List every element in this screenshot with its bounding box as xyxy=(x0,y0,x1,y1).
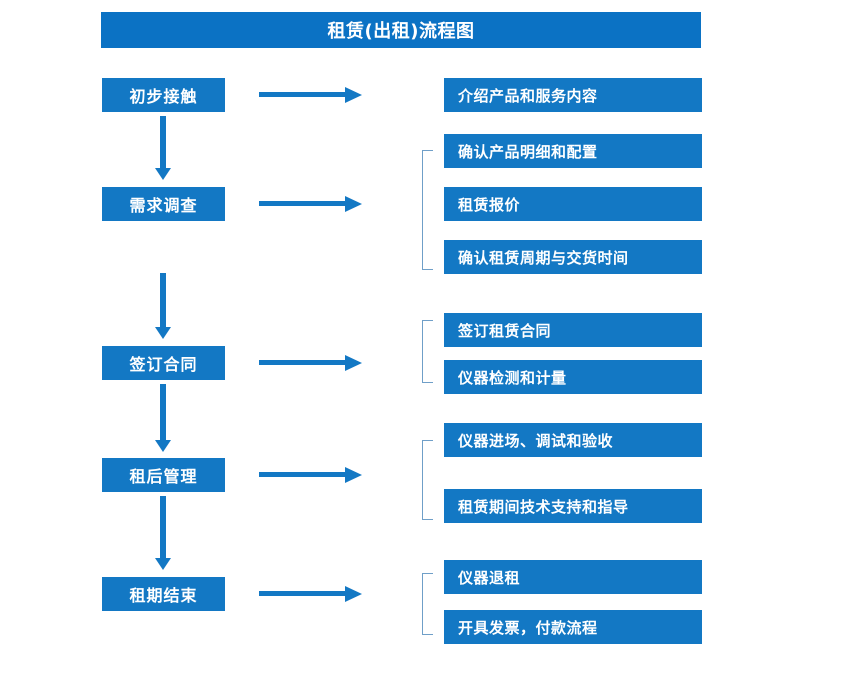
horizontal-arrow-2 xyxy=(259,195,364,213)
arrow-head xyxy=(345,355,362,371)
stage-box-zuqi-jieshu[interactable]: 租期结束 xyxy=(102,577,225,611)
arrow-shaft xyxy=(160,384,166,440)
detail-box-queren-zulin-zhouqi[interactable]: 确认租赁周期与交货时间 xyxy=(444,240,702,274)
detail-box-yiqi-jiance-jiliang[interactable]: 仪器检测和计量 xyxy=(444,360,702,394)
detail-box-jieshao-chanpin[interactable]: 介绍产品和服务内容 xyxy=(444,78,702,112)
horizontal-arrow-3 xyxy=(259,354,364,372)
detail-box-zulin-baojia[interactable]: 租赁报价 xyxy=(444,187,702,221)
detail-box-kaiju-fapiao[interactable]: 开具发票，付款流程 xyxy=(444,610,702,644)
arrow-shaft xyxy=(259,201,347,206)
detail-box-queren-chanpin-mingxi[interactable]: 确认产品明细和配置 xyxy=(444,134,702,168)
stage-box-qianding-hetong[interactable]: 签订合同 xyxy=(102,346,225,380)
horizontal-arrow-1 xyxy=(259,86,364,104)
arrow-head xyxy=(345,87,362,103)
arrow-head xyxy=(345,196,362,212)
arrow-shaft xyxy=(259,92,347,97)
horizontal-arrow-5 xyxy=(259,585,364,603)
vertical-arrow-3 xyxy=(154,384,172,454)
vertical-arrow-4 xyxy=(154,496,172,572)
detail-box-yiqi-tuizu[interactable]: 仪器退租 xyxy=(444,560,702,594)
arrow-head xyxy=(155,558,171,570)
stage-box-xuqiu-diaocha[interactable]: 需求调查 xyxy=(102,187,225,221)
arrow-shaft xyxy=(160,273,166,327)
detail-box-qianding-zulin-hetong[interactable]: 签订租赁合同 xyxy=(444,313,702,347)
arrow-head xyxy=(155,168,171,180)
horizontal-arrow-4 xyxy=(259,466,364,484)
stage-box-chubu-jiechu[interactable]: 初步接触 xyxy=(102,78,225,112)
group-bracket-zuhou-guanli xyxy=(422,440,433,520)
stage-box-zuhou-guanli[interactable]: 租后管理 xyxy=(102,458,225,492)
arrow-head xyxy=(155,440,171,452)
arrow-head xyxy=(345,467,362,483)
arrow-shaft xyxy=(160,116,166,168)
arrow-head xyxy=(155,327,171,339)
arrow-shaft xyxy=(259,360,347,365)
group-bracket-zuqi-jieshu xyxy=(422,573,433,635)
detail-box-yiqi-jinchang-tiaoshi[interactable]: 仪器进场、调试和验收 xyxy=(444,423,702,457)
diagram-title: 租赁(出租)流程图 xyxy=(101,12,701,48)
group-bracket-qianding-hetong xyxy=(422,320,433,383)
group-bracket-xuqiu-diaocha xyxy=(422,150,433,270)
vertical-arrow-2 xyxy=(154,273,172,341)
detail-box-zulin-qijian-jishu-zhichi[interactable]: 租赁期间技术支持和指导 xyxy=(444,489,702,523)
arrow-shaft xyxy=(259,472,347,477)
vertical-arrow-1 xyxy=(154,116,172,182)
arrow-head xyxy=(345,586,362,602)
arrow-shaft xyxy=(259,591,347,596)
arrow-shaft xyxy=(160,496,166,558)
